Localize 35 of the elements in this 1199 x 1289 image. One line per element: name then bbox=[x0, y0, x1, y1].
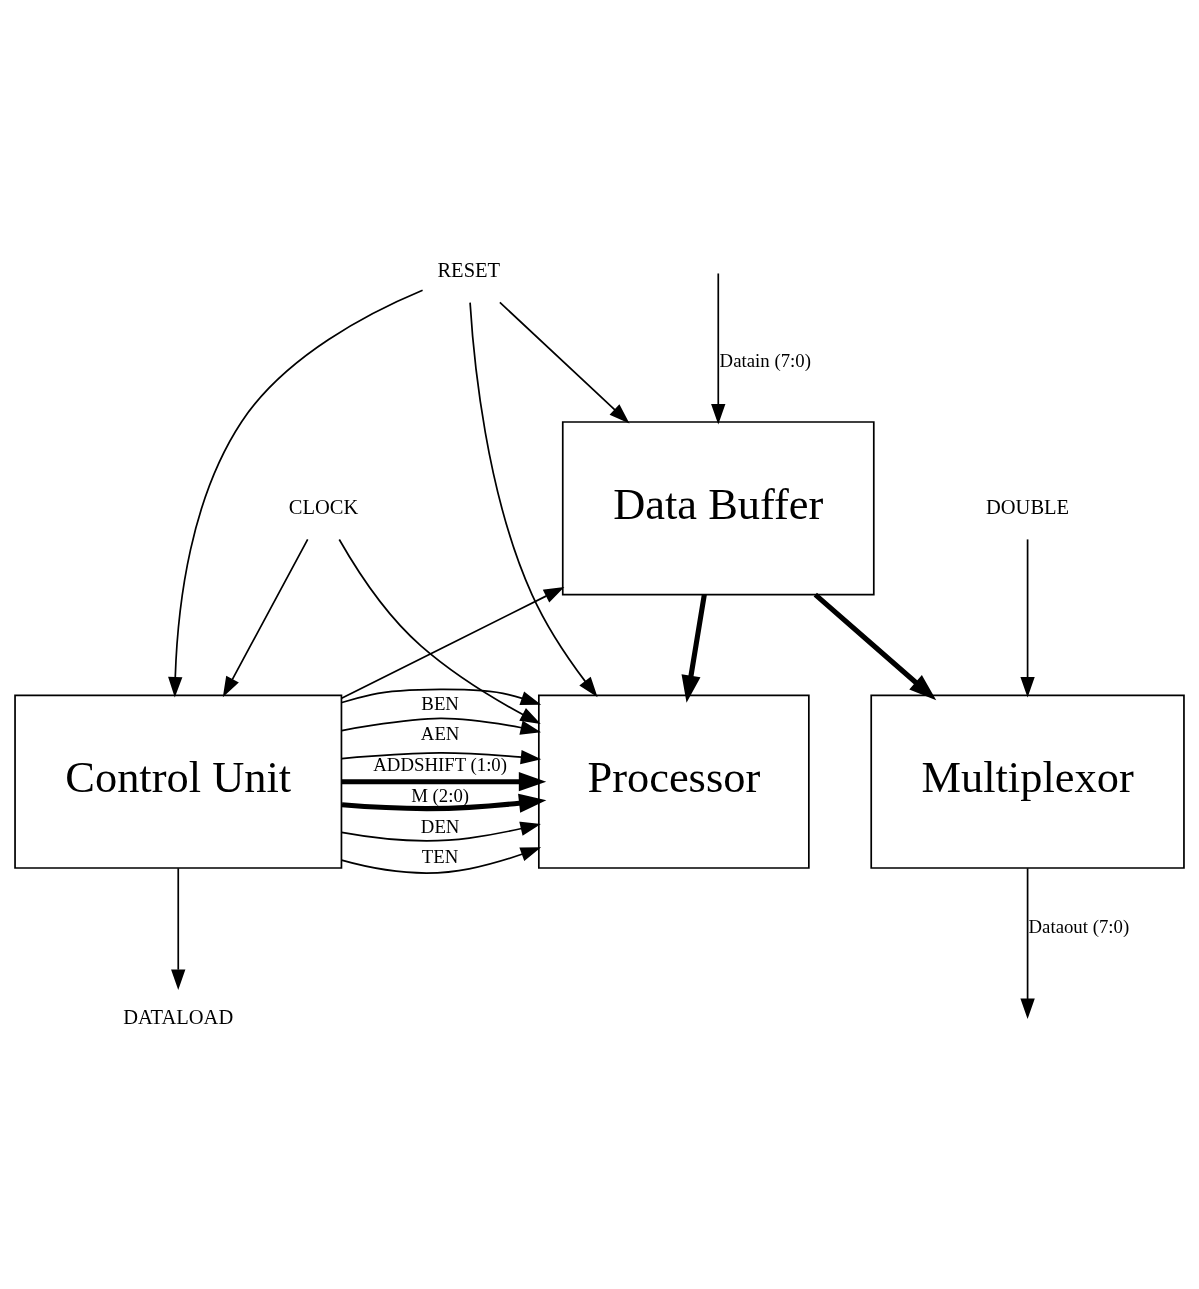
arrow bbox=[681, 593, 707, 703]
node-box: Multiplexor bbox=[870, 694, 1185, 869]
edge-label: ADDSHIFT (1:0) bbox=[373, 753, 508, 775]
node-text: DATALOAD bbox=[123, 1005, 234, 1028]
arrow bbox=[168, 288, 424, 698]
edge-label: DEN bbox=[420, 815, 460, 837]
arrow bbox=[340, 586, 565, 699]
node-box: Processor bbox=[537, 694, 810, 869]
node-text: RESET bbox=[437, 258, 501, 281]
edge-label: Dataout (7:0) bbox=[1028, 915, 1130, 937]
arrow bbox=[222, 538, 309, 697]
edge-label: Datain (7:0) bbox=[719, 349, 811, 371]
arrow bbox=[341, 793, 547, 813]
node-box: Data Buffer bbox=[561, 420, 875, 595]
edge-label: AEN bbox=[420, 722, 460, 744]
arrow bbox=[711, 272, 726, 424]
arrow bbox=[341, 688, 542, 705]
arrow bbox=[338, 538, 541, 724]
arrow bbox=[340, 846, 542, 874]
edge-label: BEN bbox=[421, 692, 459, 714]
arrow bbox=[813, 592, 937, 700]
arrow bbox=[1020, 866, 1035, 1019]
edge-label: TEN bbox=[421, 845, 459, 867]
arrow bbox=[341, 771, 547, 791]
edge-label: M (2:0) bbox=[411, 784, 470, 806]
node-text: CLOCK bbox=[288, 495, 359, 518]
arrow bbox=[340, 821, 541, 842]
node-text: DOUBLE bbox=[986, 495, 1070, 518]
arrow bbox=[1020, 538, 1035, 697]
arrow bbox=[469, 301, 598, 697]
arrow bbox=[171, 866, 186, 990]
arrow bbox=[499, 301, 630, 424]
arrow bbox=[340, 717, 542, 735]
node-box: Control Unit bbox=[14, 694, 343, 869]
arrow bbox=[340, 749, 542, 764]
